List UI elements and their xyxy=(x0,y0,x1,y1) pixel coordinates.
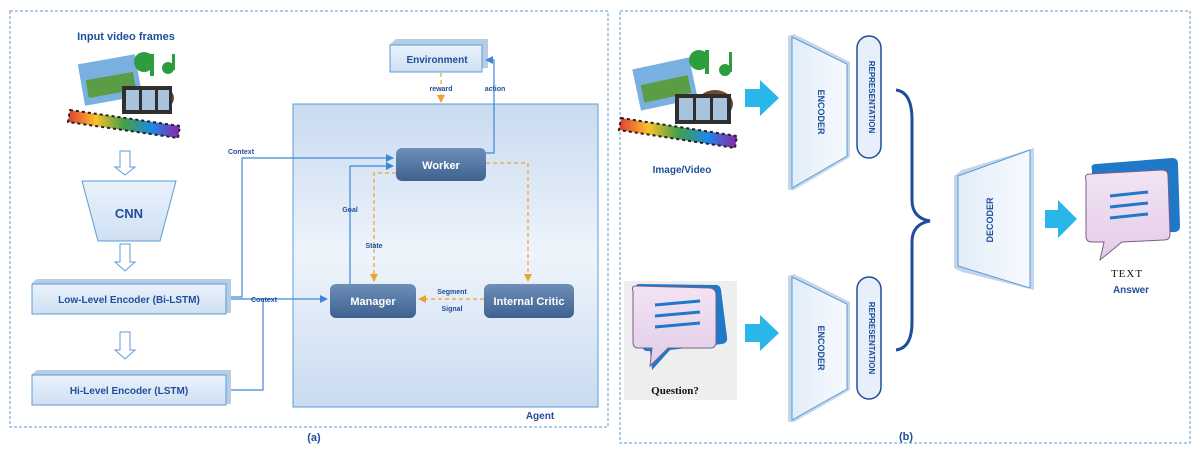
media-icon xyxy=(66,51,182,140)
context-bottom-arrow xyxy=(231,295,328,391)
answer-label: Answer xyxy=(1113,285,1149,296)
environment-box xyxy=(389,39,488,73)
action-label: action xyxy=(485,86,506,93)
encoder-bottom xyxy=(788,274,850,422)
input-to-encoder-arrow-top xyxy=(745,80,779,116)
panel-b-caption: (b) xyxy=(899,431,913,443)
action-arrow xyxy=(485,56,495,154)
representation-top-pill xyxy=(856,35,882,159)
question-bubble xyxy=(624,281,737,400)
representation-top-label: REPRESENTATION xyxy=(867,61,876,134)
state-arrow xyxy=(370,172,396,282)
down-arrow-3 xyxy=(113,331,137,360)
internal-critic-node xyxy=(484,284,574,318)
state-label: State xyxy=(365,243,382,250)
context-top-arrow xyxy=(231,154,394,298)
media-icon-b xyxy=(617,50,739,150)
worker-node xyxy=(396,148,486,181)
worker-critic-arrow xyxy=(486,162,532,282)
worker-label: Worker xyxy=(422,160,460,172)
environment-label: Environment xyxy=(406,55,468,66)
goal-arrow xyxy=(349,162,394,284)
representation-bottom-pill xyxy=(856,276,882,400)
representation-bottom-label: REPRESENTATION xyxy=(867,302,876,375)
question-label: Question? xyxy=(651,385,699,397)
segment-label: Segment xyxy=(437,289,467,296)
panel-b-frame xyxy=(619,10,1191,444)
hi-level-encoder-box xyxy=(31,370,231,406)
encoder-bottom-label: ENCODER xyxy=(816,325,826,371)
answer-bubble xyxy=(1085,158,1180,262)
reward-label: reward xyxy=(430,86,453,93)
cnn-label: CNN xyxy=(115,206,143,221)
low-level-encoder-label: Low-Level Encoder (Bi-LSTM) xyxy=(58,295,200,306)
decoder-to-answer-arrow xyxy=(1045,200,1077,238)
manager-node xyxy=(330,284,416,318)
manager-label: Manager xyxy=(350,296,396,308)
low-level-encoder-box xyxy=(31,279,231,315)
input-frames-title: Input video frames xyxy=(77,31,175,43)
encoder-top xyxy=(788,34,850,190)
decoder-block xyxy=(954,148,1034,290)
input-to-encoder-arrow-bottom xyxy=(745,315,779,351)
context-top-label: Context xyxy=(228,149,255,156)
encoder-top-label: ENCODER xyxy=(816,89,826,135)
context-bottom-label: Context xyxy=(251,297,278,304)
decoder-label: DECODER xyxy=(985,197,995,243)
cnn-block xyxy=(81,180,177,242)
internal-critic-label: Internal Critic xyxy=(494,296,565,308)
hi-level-encoder-label: Hi-Level Encoder (LSTM) xyxy=(70,386,188,397)
down-arrow-2 xyxy=(113,243,137,272)
image-video-label: Image/Video xyxy=(653,165,712,176)
signal-label: Signal xyxy=(441,306,462,313)
text-label: TEXT xyxy=(1111,268,1143,280)
panel-a-caption: (a) xyxy=(307,432,321,444)
panel-a-frame xyxy=(9,10,609,428)
goal-label: Goal xyxy=(342,207,358,214)
merge-brace xyxy=(895,88,931,352)
agent-label: Agent xyxy=(526,411,555,422)
down-arrow-1 xyxy=(113,150,137,176)
